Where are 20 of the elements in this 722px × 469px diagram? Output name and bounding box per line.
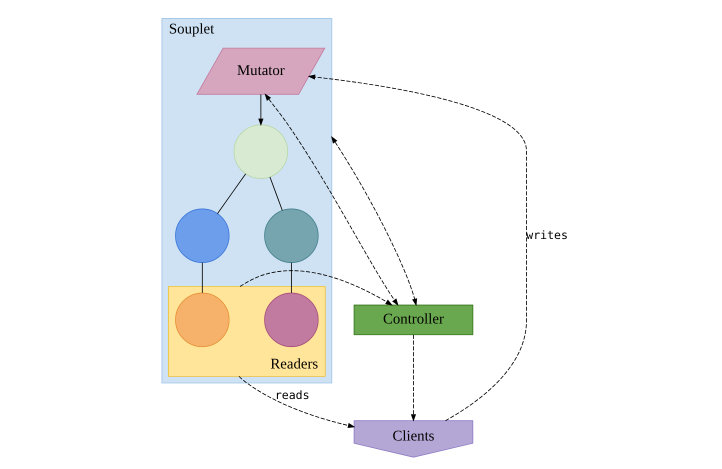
arrow	[239, 270, 392, 306]
node-circle	[174, 292, 230, 348]
node-box: Controller	[353, 304, 473, 336]
edge-label: writes	[526, 228, 568, 242]
connector	[201, 262, 202, 294]
connector	[269, 176, 282, 211]
arrow	[330, 136, 417, 306]
node-circle	[233, 124, 288, 179]
node-circle	[264, 208, 318, 263]
arrow	[264, 93, 398, 306]
node-circle	[174, 208, 230, 263]
edge-label: reads	[274, 388, 310, 402]
arrow	[307, 74, 526, 422]
connector	[290, 262, 292, 294]
arrow	[410, 334, 416, 422]
arrow	[258, 94, 263, 126]
cluster: Readers	[168, 286, 326, 377]
connector	[216, 174, 246, 214]
node-circle	[264, 292, 318, 348]
arrow	[238, 376, 355, 428]
